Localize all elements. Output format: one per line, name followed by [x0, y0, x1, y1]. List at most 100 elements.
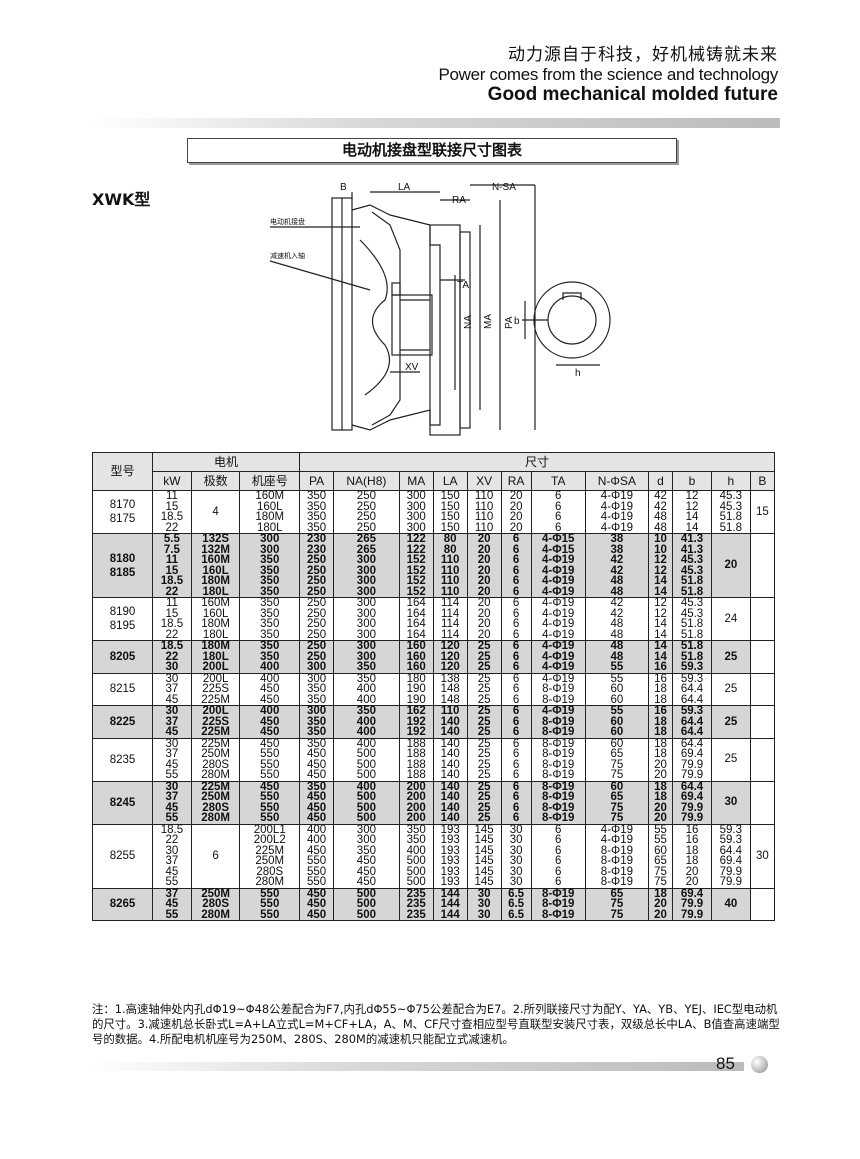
value-cell: 450 [299, 769, 334, 781]
value-cell: 114 [432, 619, 468, 630]
value-cell: 6 [500, 749, 532, 760]
value-cell: 14 [672, 522, 712, 534]
value-cell: 500 [333, 909, 400, 921]
column-header: b [672, 471, 712, 491]
value-cell: 8-Φ19 [584, 876, 649, 888]
kw-cell: 30 [152, 673, 192, 684]
value-cell: 20 [647, 909, 674, 921]
value-cell: 14 [647, 651, 674, 662]
value-cell: 235 [398, 888, 434, 899]
value-cell: 500 [398, 876, 434, 888]
value-cell: 300 [299, 673, 334, 684]
value-cell: 45.3 [710, 501, 751, 512]
value-cell: 6 [500, 769, 532, 781]
value-cell: 30 [500, 876, 532, 888]
b-cell: 15 [749, 490, 776, 534]
value-cell: 75 [584, 812, 649, 824]
value-cell: 6 [500, 586, 532, 598]
value-cell: 4-Φ19 [584, 490, 649, 502]
value-cell: 250 [299, 608, 334, 619]
value-cell: 280M [239, 876, 301, 888]
footer-band [92, 1062, 744, 1071]
column-header: NA(H8) [333, 471, 400, 491]
kw-cell: 7.5 [152, 544, 192, 555]
value-cell: 140 [432, 738, 468, 749]
value-cell: 6 [530, 856, 586, 867]
value-cell: 4-Φ19 [530, 597, 586, 609]
kw-cell: 22 [152, 651, 192, 662]
value-cell: 60 [584, 684, 649, 695]
value-cell: 110 [466, 522, 502, 534]
value-cell: 4-Φ19 [530, 555, 586, 566]
value-cell: 8-Φ19 [530, 769, 586, 781]
value-cell: 550 [239, 899, 301, 910]
value-cell: 8-Φ19 [530, 684, 586, 695]
value-cell: 20 [466, 533, 502, 545]
value-cell: 79.9 [672, 802, 712, 813]
value-cell: 550 [239, 749, 301, 760]
callout-input-shaft: 减速机入轴 [270, 251, 305, 260]
value-cell: 140 [432, 802, 468, 813]
value-cell: 4-Φ19 [584, 835, 649, 846]
value-cell: 225M [190, 726, 241, 738]
value-cell: 45.3 [710, 490, 751, 502]
value-cell: 8-Φ19 [530, 812, 586, 824]
model-cell: 8180 8185 [92, 533, 153, 598]
value-cell: 140 [432, 812, 468, 824]
dim-label-key-h: h [575, 368, 581, 379]
kw-cell: 45 [152, 866, 192, 877]
value-cell: 8-Φ19 [530, 716, 586, 727]
value-cell: 12 [647, 608, 674, 619]
value-cell: 250 [299, 640, 334, 652]
value-cell: 188 [398, 759, 434, 770]
value-cell: 350 [239, 619, 301, 630]
value-cell: 48 [584, 586, 649, 598]
value-cell: 300 [239, 533, 301, 545]
value-cell: 150 [432, 501, 468, 512]
value-cell: 450 [239, 684, 301, 695]
value-cell: 25 [466, 661, 502, 673]
value-cell: 79.9 [672, 909, 712, 921]
value-cell: 48 [647, 512, 674, 523]
value-cell: 350 [398, 835, 434, 846]
value-cell: 4-Φ19 [530, 565, 586, 576]
value-cell: 140 [432, 781, 468, 792]
value-cell: 300 [299, 705, 334, 717]
slogan-chinese: 动力源自于科技，好机械铸就未来 [508, 45, 778, 65]
value-cell: 188 [398, 749, 434, 760]
value-cell: 42 [584, 597, 649, 609]
value-cell: 225S [190, 684, 241, 695]
value-cell: 51.8 [672, 576, 712, 587]
value-cell: 18 [647, 888, 674, 899]
value-cell: 4-Φ19 [530, 619, 586, 630]
value-cell: 18 [647, 792, 674, 803]
value-cell: 25 [466, 792, 502, 803]
value-cell: 69.4 [672, 749, 712, 760]
value-cell: 450 [299, 888, 334, 899]
value-cell: 4-Φ19 [530, 629, 586, 641]
value-cell: 6 [530, 845, 586, 856]
kw-cell: 18.5 [152, 576, 192, 587]
value-cell: 200L2 [239, 835, 301, 846]
value-cell: 25 [466, 749, 502, 760]
value-cell: 6 [500, 576, 532, 587]
value-cell: 164 [398, 597, 434, 609]
kw-cell: 30 [152, 705, 192, 717]
value-cell: 350 [239, 555, 301, 566]
value-cell: 79.9 [672, 759, 712, 770]
value-cell: 300 [333, 640, 400, 652]
kw-cell: 18.5 [152, 640, 192, 652]
value-cell: 152 [398, 565, 434, 576]
kw-cell: 55 [152, 909, 192, 921]
value-cell: 180M [239, 512, 301, 523]
value-cell: 8-Φ19 [530, 738, 586, 749]
kw-cell: 5.5 [152, 533, 192, 545]
